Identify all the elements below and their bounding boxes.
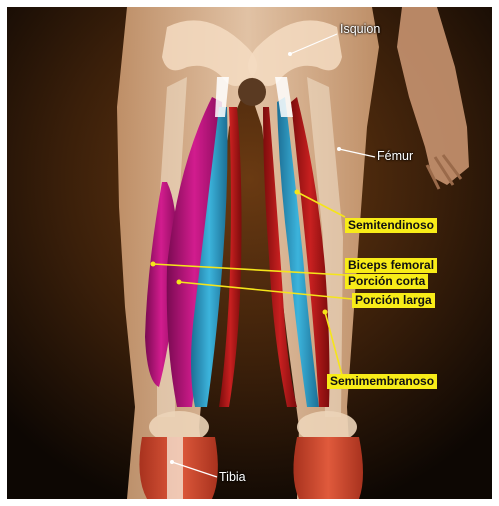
label-tibia: Tibia	[219, 470, 246, 485]
label-femur: Fémur	[377, 149, 413, 164]
dot-biceps-larga	[177, 280, 182, 285]
dot-tibia	[170, 460, 174, 464]
calf-right	[293, 437, 363, 499]
hamstring-diagram	[7, 7, 492, 499]
label-semimembranoso: Semimembranoso	[327, 374, 437, 389]
dot-femur	[337, 147, 341, 151]
label-semitendinoso: Semitendinoso	[345, 218, 437, 233]
label-porcion-corta: Porción corta	[345, 274, 428, 289]
pelvis-center	[238, 78, 266, 106]
label-biceps-femoral: Biceps femoral	[345, 258, 437, 273]
label-isquion: Isquion	[340, 22, 380, 37]
label-porcion-larga: Porción larga	[352, 293, 435, 308]
anatomy-illustration: Isquion Fémur Semitendinoso Biceps femor…	[7, 7, 492, 499]
dot-biceps-corta	[151, 262, 156, 267]
dot-semimembranoso	[323, 310, 328, 315]
dot-isquion	[288, 52, 292, 56]
tibia-bone	[167, 437, 183, 499]
dot-semitendinoso	[295, 190, 300, 195]
